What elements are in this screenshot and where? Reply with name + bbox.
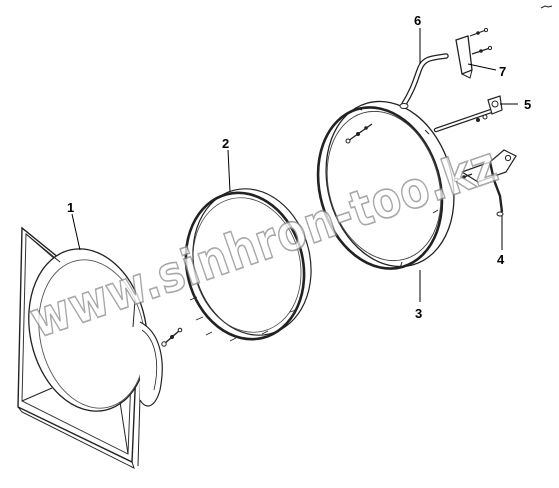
callout-4: 4 <box>497 252 505 267</box>
callout-6: 6 <box>414 13 421 28</box>
shaft-part <box>433 95 503 133</box>
fan-cowl-ring-part <box>316 100 455 270</box>
pipe-part <box>399 53 449 109</box>
leader-2 <box>227 149 231 193</box>
bolt-icon <box>476 114 488 122</box>
callout-1: 1 <box>67 200 74 215</box>
callout-2: 2 <box>222 136 229 151</box>
bolt-icon <box>453 173 473 183</box>
callout-5: 5 <box>524 97 531 112</box>
bolt-icon <box>469 27 489 37</box>
leader-7 <box>467 63 497 71</box>
fan-ring-part <box>184 188 312 342</box>
lever-part <box>453 149 517 217</box>
leader-1 <box>71 213 81 251</box>
callout-7: 7 <box>499 64 506 79</box>
leader-lines <box>71 28 518 302</box>
bolt-icon <box>161 327 183 347</box>
callout-3: 3 <box>415 306 422 321</box>
bracket-part <box>455 27 493 79</box>
bolt-icon <box>345 123 373 144</box>
bolt-icon <box>471 45 493 55</box>
corner-mark <box>540 5 553 9</box>
fan-shroud-part <box>17 226 183 469</box>
